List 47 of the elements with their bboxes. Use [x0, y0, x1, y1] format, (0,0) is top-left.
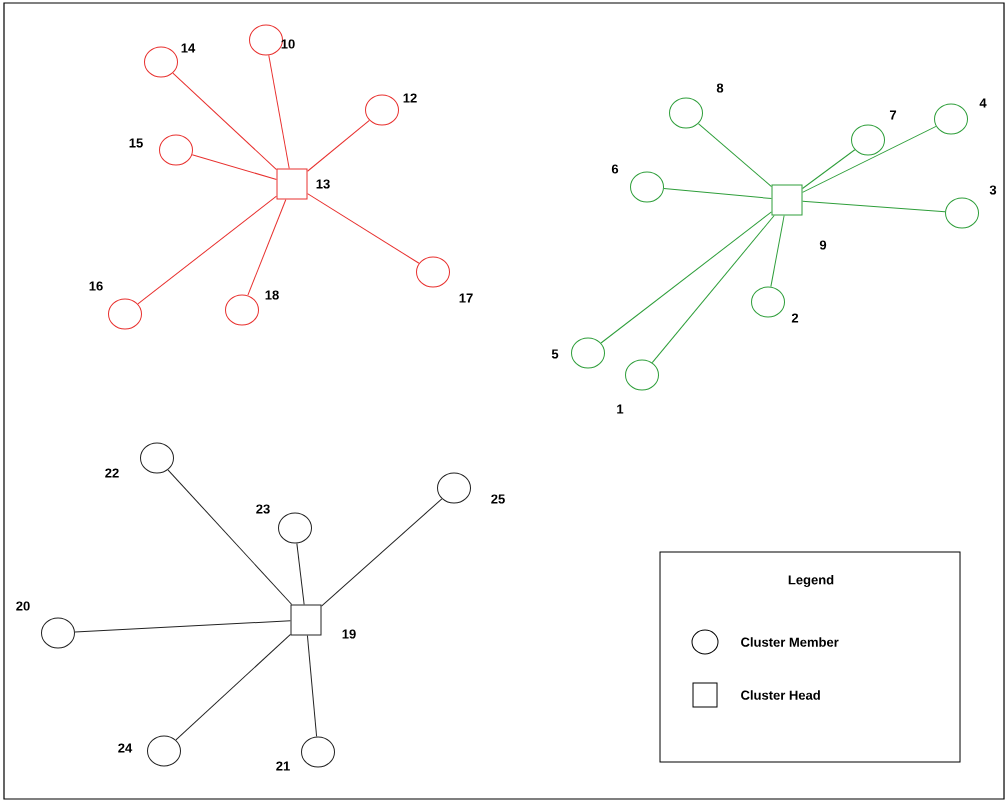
connector-line	[307, 193, 420, 264]
node-number: 16	[89, 281, 103, 291]
connector-line	[697, 123, 772, 188]
node-number: 12	[403, 93, 417, 103]
node-number: 7	[889, 110, 897, 120]
node-number: 2	[791, 313, 799, 323]
node-number: 24	[118, 743, 133, 753]
node-number: 17	[459, 293, 473, 303]
legend-text: Cluster Member	[741, 637, 839, 647]
connector-line	[802, 200, 946, 213]
node-number: 6	[611, 164, 619, 174]
connector-line	[802, 149, 856, 189]
node-number: 10	[281, 39, 295, 49]
connector-line	[74, 620, 291, 633]
connector-line	[247, 199, 287, 296]
connector-line	[172, 72, 277, 171]
node-number: 14	[181, 43, 196, 53]
node-number: 3	[989, 185, 997, 195]
node-number: 13	[316, 179, 330, 189]
node-number: 15	[129, 138, 143, 148]
connector-line	[307, 119, 370, 172]
connector-line	[600, 211, 772, 344]
node-number: 18	[265, 290, 279, 300]
connector-line	[663, 188, 772, 200]
connector-line	[770, 215, 785, 288]
connector-line	[175, 633, 291, 741]
connector-line	[802, 125, 937, 193]
node-number: 21	[276, 761, 290, 771]
node-number: 23	[256, 504, 270, 514]
node-number: 22	[105, 468, 119, 478]
connector-line	[321, 498, 443, 607]
node-number: 9	[819, 240, 827, 250]
node-number: 1	[617, 404, 624, 414]
node-number: 8	[716, 83, 724, 93]
connector-line	[137, 195, 277, 305]
connector-line	[296, 542, 305, 605]
node-number: 5	[551, 349, 559, 359]
connector-line	[167, 469, 293, 605]
legend-text: Cluster Head	[741, 690, 820, 700]
connector-line	[651, 215, 775, 364]
node-number: 4	[979, 98, 987, 108]
connector-line	[191, 154, 277, 180]
node-number: 20	[16, 601, 30, 611]
node-number: 25	[491, 494, 505, 504]
node-number: 19	[342, 629, 356, 639]
connector-line	[306, 635, 318, 738]
connector-line	[268, 54, 290, 169]
